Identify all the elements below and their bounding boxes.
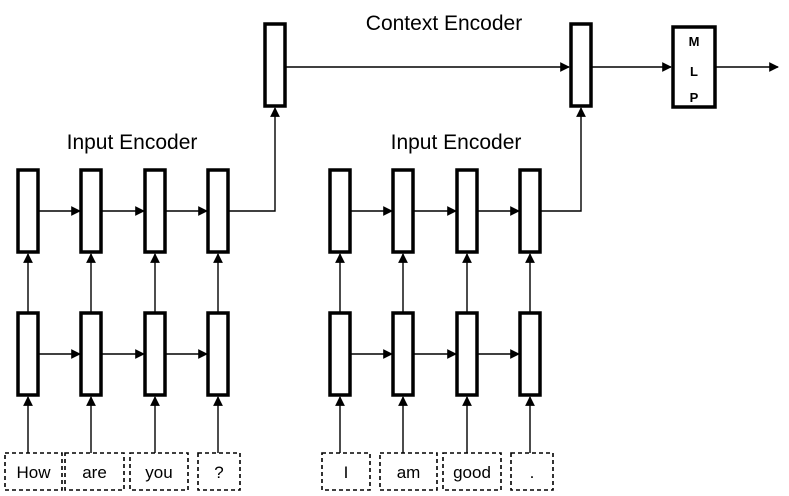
right-token-box-3 bbox=[442, 452, 502, 491]
left-upper-cell-1 bbox=[16, 168, 40, 254]
left-lower-cell-3 bbox=[143, 311, 167, 397]
context-cell-1 bbox=[263, 22, 287, 108]
right-upper-cell-1 bbox=[328, 168, 352, 254]
right-lower-cell-2 bbox=[391, 311, 415, 397]
left-upper-cell-2 bbox=[79, 168, 103, 254]
right-token-box-2 bbox=[379, 452, 438, 491]
input-encoder-right-title: Input Encoder bbox=[391, 131, 522, 154]
right-token-2: am bbox=[397, 463, 421, 482]
right-token-box-4 bbox=[510, 452, 554, 491]
left-token-box-4 bbox=[197, 452, 241, 491]
mlp-letter-p: P bbox=[690, 90, 699, 105]
left-token-box-2 bbox=[64, 452, 125, 491]
encoder-cells bbox=[16, 22, 593, 397]
right-token-4: . bbox=[530, 463, 535, 482]
mlp-box bbox=[671, 25, 717, 109]
right-token-3: good bbox=[453, 463, 491, 482]
input-encoder-left-title: Input Encoder bbox=[67, 131, 198, 154]
context-encoder-title: Context Encoder bbox=[366, 12, 522, 35]
right-token-1: I bbox=[344, 463, 349, 482]
left-token-3: you bbox=[145, 463, 172, 482]
left-to-context-arrow bbox=[228, 107, 280, 212]
right-token-box-1 bbox=[321, 452, 371, 491]
right-lower-cell-4 bbox=[518, 311, 542, 397]
right-upper-cell-2 bbox=[391, 168, 415, 254]
connection-arrows bbox=[23, 62, 779, 453]
mlp-letter-l: L bbox=[690, 64, 698, 79]
mlp-letter-m: M bbox=[689, 34, 700, 49]
right-lower-cell-3 bbox=[455, 311, 479, 397]
left-token-box-3 bbox=[129, 452, 189, 491]
left-token-1: How bbox=[16, 463, 51, 482]
right-to-context-arrow bbox=[540, 107, 586, 212]
left-token-4: ? bbox=[214, 463, 223, 482]
left-lower-cell-2 bbox=[79, 311, 103, 397]
left-upper-cell-3 bbox=[143, 168, 167, 254]
mlp-block: M L P bbox=[671, 25, 717, 109]
context-cell-2 bbox=[569, 22, 593, 108]
left-lower-cell-1 bbox=[16, 311, 40, 397]
left-lower-cell-4 bbox=[206, 311, 230, 397]
left-upper-cell-4 bbox=[206, 168, 230, 254]
left-token-box-1 bbox=[4, 452, 63, 491]
left-token-2: are bbox=[82, 463, 107, 482]
right-lower-cell-1 bbox=[328, 311, 352, 397]
right-upper-cell-3 bbox=[455, 168, 479, 254]
right-upper-cell-4 bbox=[518, 168, 542, 254]
